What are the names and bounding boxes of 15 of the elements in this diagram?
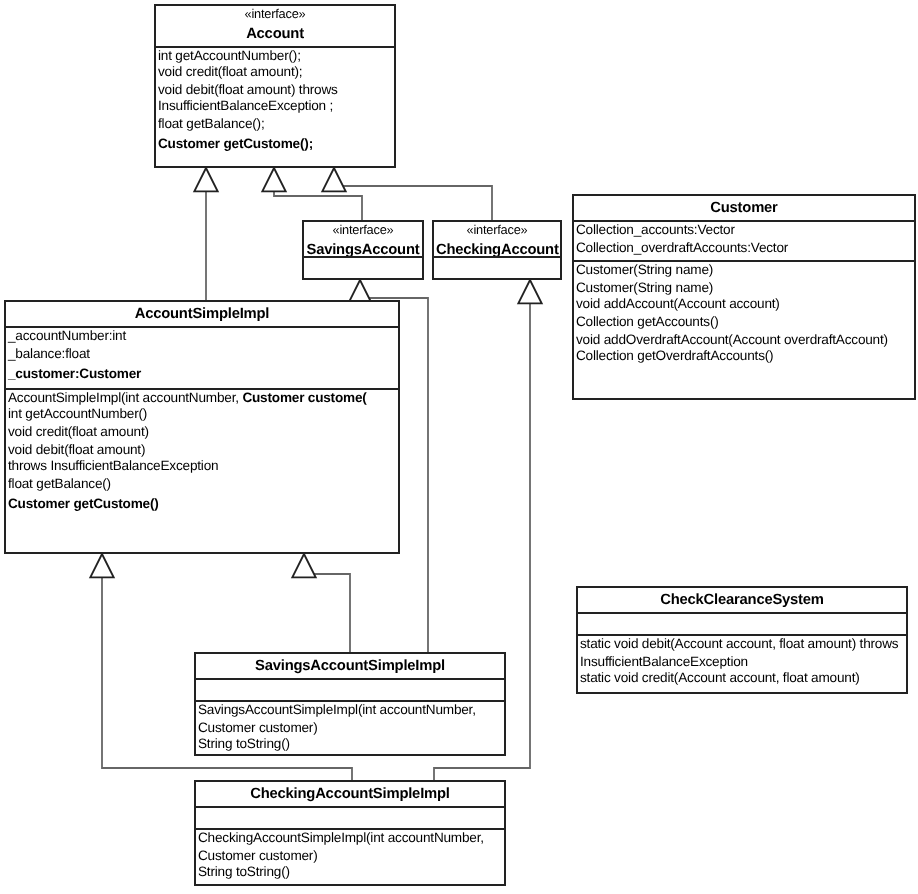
inheritance-arrow [433,279,543,781]
inheritance-arrow [291,553,351,653]
inheritance-arrow [347,279,429,653]
inheritance-arrow [261,167,363,221]
class-box [432,220,562,280]
inheritance-arrow [321,167,493,221]
class-box [4,300,400,554]
class-box [576,586,908,694]
inheritance-arrow [89,553,353,781]
class-box [302,220,424,280]
class-box [572,194,916,400]
inheritance-arrow [193,167,219,301]
class-box [154,4,396,168]
class-box [194,780,506,886]
class-box [194,652,506,756]
